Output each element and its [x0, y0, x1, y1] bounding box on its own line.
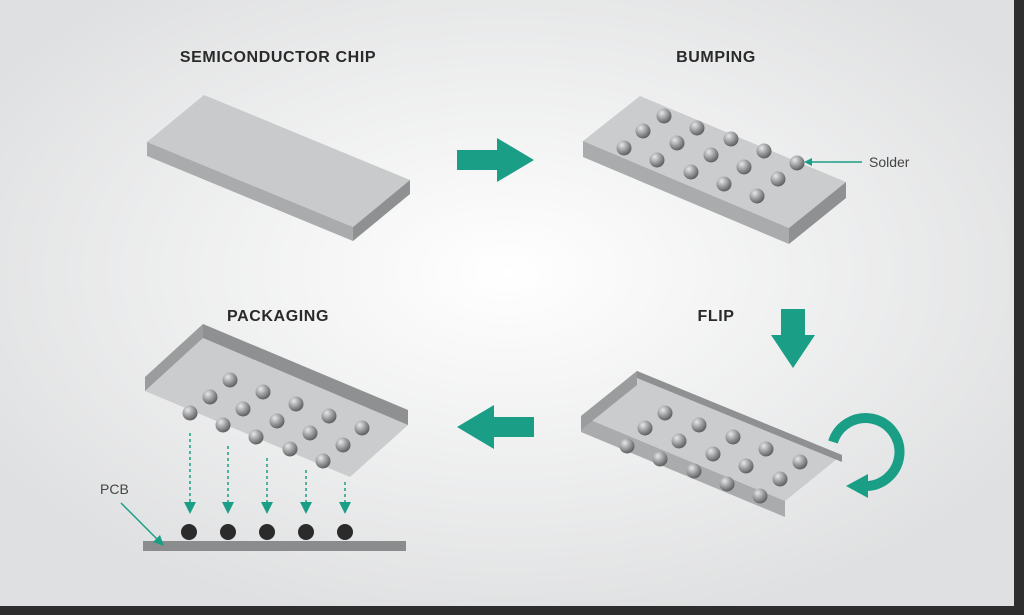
- solder-ball: [215, 417, 231, 433]
- pcb-pad: [259, 524, 275, 540]
- semiconductor-chip: [147, 95, 410, 241]
- pcb-pad: [337, 524, 353, 540]
- solder-ball: [202, 389, 218, 405]
- solder-ball: [689, 120, 705, 136]
- solder-ball: [703, 147, 719, 163]
- solder-ball: [716, 176, 732, 192]
- solder-ball: [248, 429, 264, 445]
- solder-ball: [321, 408, 337, 424]
- pcb-pad: [181, 524, 197, 540]
- title-flip: FLIP: [697, 308, 734, 325]
- solder-ball: [315, 453, 331, 469]
- solder-ball: [725, 429, 741, 445]
- pcb-pads: [181, 524, 353, 540]
- solder-ball: [736, 159, 752, 175]
- solder-ball: [705, 446, 721, 462]
- solder-ball: [723, 131, 739, 147]
- pcb-label: PCB: [100, 481, 129, 497]
- solder-label: Solder: [869, 154, 910, 170]
- solder-ball: [683, 164, 699, 180]
- solder-ball: [756, 143, 772, 159]
- solder-ball: [616, 140, 632, 156]
- solder-ball: [269, 413, 285, 429]
- background-panel: [0, 0, 1014, 606]
- placement-arrows: [184, 433, 351, 514]
- solder-ball: [335, 437, 351, 453]
- pcb-callout-line: [120, 502, 161, 543]
- solder-ball: [619, 438, 635, 454]
- solder-ball: [671, 433, 687, 449]
- solder-ball: [772, 471, 788, 487]
- solder-ball: [656, 108, 672, 124]
- arrow-left-icon: [457, 405, 534, 449]
- arrow-right-icon: [457, 138, 534, 182]
- solder-ball: [255, 384, 271, 400]
- flipped-solder-balls: [619, 405, 808, 504]
- solder-ball: [738, 458, 754, 474]
- solder-ball: [235, 401, 251, 417]
- solder-ball: [635, 123, 651, 139]
- solder-ball: [222, 372, 238, 388]
- solder-ball: [770, 171, 786, 187]
- solder-balls: [616, 108, 805, 204]
- solder-ball: [637, 420, 653, 436]
- solder-ball: [354, 420, 370, 436]
- packaging-solder-balls: [182, 372, 370, 469]
- solder-ball: [752, 488, 768, 504]
- solder-ball: [691, 417, 707, 433]
- title-semiconductor-chip: SEMICONDUCTOR CHIP: [180, 49, 376, 66]
- solder-ball: [669, 135, 685, 151]
- solder-ball: [719, 476, 735, 492]
- solder-ball: [789, 155, 805, 171]
- pcb-board: [143, 541, 406, 551]
- title-bumping: BUMPING: [676, 49, 756, 66]
- solder-ball: [686, 463, 702, 479]
- solder-ball: [182, 405, 198, 421]
- pcb-pad: [220, 524, 236, 540]
- solder-ball: [652, 451, 668, 467]
- title-packaging: PACKAGING: [227, 308, 329, 325]
- solder-ball: [758, 441, 774, 457]
- solder-ball: [649, 152, 665, 168]
- solder-ball: [288, 396, 304, 412]
- rotate-arrow-icon: [828, 413, 905, 498]
- solder-ball: [282, 441, 298, 457]
- solder-ball: [792, 454, 808, 470]
- pcb-pad: [298, 524, 314, 540]
- arrow-down-icon: [771, 309, 815, 368]
- solder-ball: [749, 188, 765, 204]
- pcb-callout-arrowhead: [153, 535, 164, 546]
- solder-ball: [302, 425, 318, 441]
- solder-ball: [657, 405, 673, 421]
- solder-callout-arrowhead: [804, 158, 812, 166]
